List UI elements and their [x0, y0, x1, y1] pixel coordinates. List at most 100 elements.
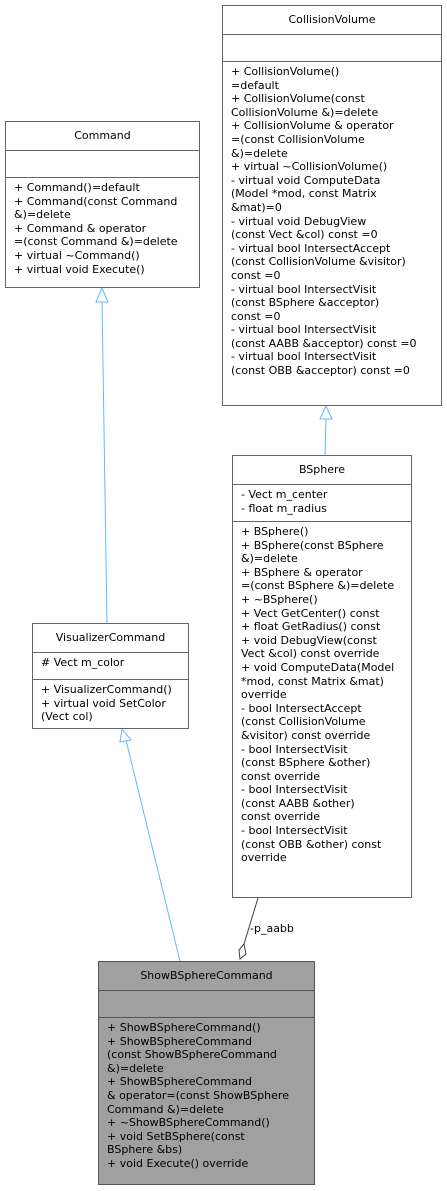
class-member: + BSphere & operator — [241, 565, 363, 579]
class-member: + virtual ~CollisionVolume() — [231, 160, 388, 174]
class-member: - virtual bool IntersectVisit — [231, 323, 377, 337]
association-label: -p_aabb — [250, 922, 294, 935]
class-member: + BSphere(const BSphere — [241, 538, 384, 552]
class-member: &)=delete — [107, 1061, 164, 1075]
operations-section: + BSphere()+ BSphere(const BSphere &)=de… — [233, 522, 411, 867]
class-member: &)=delete — [241, 552, 298, 566]
inheritance-arrowhead — [119, 727, 132, 743]
class-member: - bool IntersectVisit — [241, 742, 348, 756]
class-member: (Vect col) — [41, 710, 93, 724]
edge-visualizer-to-command — [101, 299, 108, 624]
class-member: + Command(const Command — [14, 194, 178, 208]
edge-bsphere-to-collisionvolume — [324, 417, 327, 456]
attributes-section — [6, 151, 199, 178]
class-title: ShowBSphereCommand — [99, 962, 314, 991]
class-member: + BSphere() — [241, 525, 309, 538]
class-member: (const ShowBSphereCommand — [107, 1048, 277, 1062]
class-member: + void SetBSphere(const — [107, 1129, 245, 1143]
class-member: (const AABB &acceptor) const =0 — [231, 336, 417, 350]
class-member: (const OBB &other) const — [241, 837, 382, 851]
operations-section: + VisualizerCommand()+ virtual void SetC… — [33, 680, 188, 726]
attributes-section: # Vect m_color — [33, 653, 188, 680]
class-member: + Vect GetCenter() const — [241, 606, 380, 620]
operations-section: + ShowBSphereCommand()+ ShowBSphereComma… — [99, 1018, 314, 1173]
inheritance-arrowhead — [95, 286, 109, 303]
class-member: =(const Command &)=delete — [14, 235, 178, 249]
class-member: const =0 — [231, 268, 281, 282]
class-member: + ShowBSphereCommand() — [107, 1021, 261, 1034]
class-member: CollisionVolume &)=delete — [231, 105, 379, 119]
class-title: CollisionVolume — [223, 6, 441, 35]
aggregation-diamond — [238, 942, 247, 960]
class-member: &)=delete — [14, 208, 71, 222]
class-member: =(const BSphere &)=delete — [241, 579, 395, 593]
class-member: (const CollisionVolume &visitor) — [231, 255, 406, 269]
class-member: &)=delete — [231, 146, 288, 160]
class-member: - bool IntersectVisit — [241, 824, 348, 838]
class-member: & operator=(const ShowBSphere — [107, 1088, 289, 1102]
class-member: - bool IntersectVisit — [241, 783, 348, 797]
class-member: + VisualizerCommand() — [41, 683, 172, 696]
class-member: + CollisionVolume(const — [231, 92, 365, 106]
class-member: const override — [241, 769, 320, 783]
class-bsphere: BSphere - Vect m_center- float m_radius … — [232, 455, 412, 898]
class-member: const =0 — [231, 309, 281, 323]
class-member: + CollisionVolume & operator — [231, 119, 394, 133]
class-title: VisualizerCommand — [33, 624, 188, 653]
class-visualizercommand: VisualizerCommand # Vect m_color + Visua… — [32, 623, 189, 729]
class-title: BSphere — [233, 456, 411, 485]
class-member: override — [241, 688, 287, 702]
class-member: =(const CollisionVolume — [231, 132, 365, 146]
class-member: Command &)=delete — [107, 1102, 224, 1116]
class-member: - virtual void ComputeData — [231, 173, 381, 187]
class-member: + virtual void Execute() — [14, 262, 145, 276]
class-member: override — [241, 851, 287, 865]
class-member: + virtual ~Command() — [14, 248, 140, 262]
class-member: - bool IntersectAccept — [241, 701, 362, 715]
class-member: (const AABB &other) — [241, 796, 355, 810]
edge-showbsphere-to-bsphere — [243, 897, 259, 945]
class-member: (const BSphere &other) — [241, 756, 371, 770]
class-command: Command + Command()=default+ Command(con… — [5, 121, 200, 288]
class-member: + void Execute() override — [107, 1156, 249, 1170]
class-member: (const BSphere &acceptor) — [231, 296, 380, 310]
attributes-section: - Vect m_center- float m_radius — [233, 485, 411, 522]
inheritance-arrowhead — [319, 404, 333, 420]
class-member: + ShowBSphereCommand — [107, 1075, 253, 1089]
class-title: Command — [6, 122, 199, 151]
class-member: =default — [231, 78, 279, 92]
class-member: + float GetRadius() const — [241, 620, 381, 634]
class-member: + ~BSphere() — [241, 592, 318, 606]
class-member: (Model *mod, const Matrix — [231, 187, 377, 201]
class-member: + virtual void SetColor — [41, 696, 166, 710]
operations-section: + CollisionVolume()=default+ CollisionVo… — [223, 62, 441, 380]
class-member: const override — [241, 810, 320, 824]
class-member: Vect &col) const override — [241, 647, 380, 661]
class-member: + Command & operator — [14, 221, 147, 235]
class-member: + ~ShowBSphereCommand() — [107, 1116, 270, 1130]
class-member: *mod, const Matrix &mat) — [241, 674, 384, 688]
class-member: - virtual bool IntersectVisit — [231, 350, 377, 364]
edge-showbsphere-to-visualizer — [125, 739, 181, 962]
attributes-section — [223, 35, 441, 62]
class-member: - float m_radius — [241, 501, 327, 515]
class-member: BSphere &bs) — [107, 1143, 183, 1157]
class-member: - Vect m_center — [241, 488, 328, 501]
class-member: (const Vect &col) const =0 — [231, 228, 378, 242]
class-member: - virtual bool IntersectAccept — [231, 241, 391, 255]
operations-section: + Command()=default+ Command(const Comma… — [6, 178, 199, 278]
class-member: + void ComputeData(Model — [241, 660, 395, 674]
class-member: + Command()=default — [14, 181, 140, 194]
class-member: + void DebugView(const — [241, 633, 377, 647]
class-member: - virtual bool IntersectVisit — [231, 282, 377, 296]
class-member: + CollisionVolume() — [231, 65, 340, 78]
class-member: &visitor) const override — [241, 728, 371, 742]
class-collisionvolume: CollisionVolume + CollisionVolume()=defa… — [222, 5, 442, 406]
class-member: &mat)=0 — [231, 200, 282, 214]
class-showbspherecommand: ShowBSphereCommand + ShowBSphereCommand(… — [98, 961, 315, 1185]
class-member: + ShowBSphereCommand — [107, 1034, 253, 1048]
class-member: (const OBB &acceptor) const =0 — [231, 364, 410, 378]
class-member: - virtual void DebugView — [231, 214, 367, 228]
class-member: (const CollisionVolume — [241, 715, 366, 729]
